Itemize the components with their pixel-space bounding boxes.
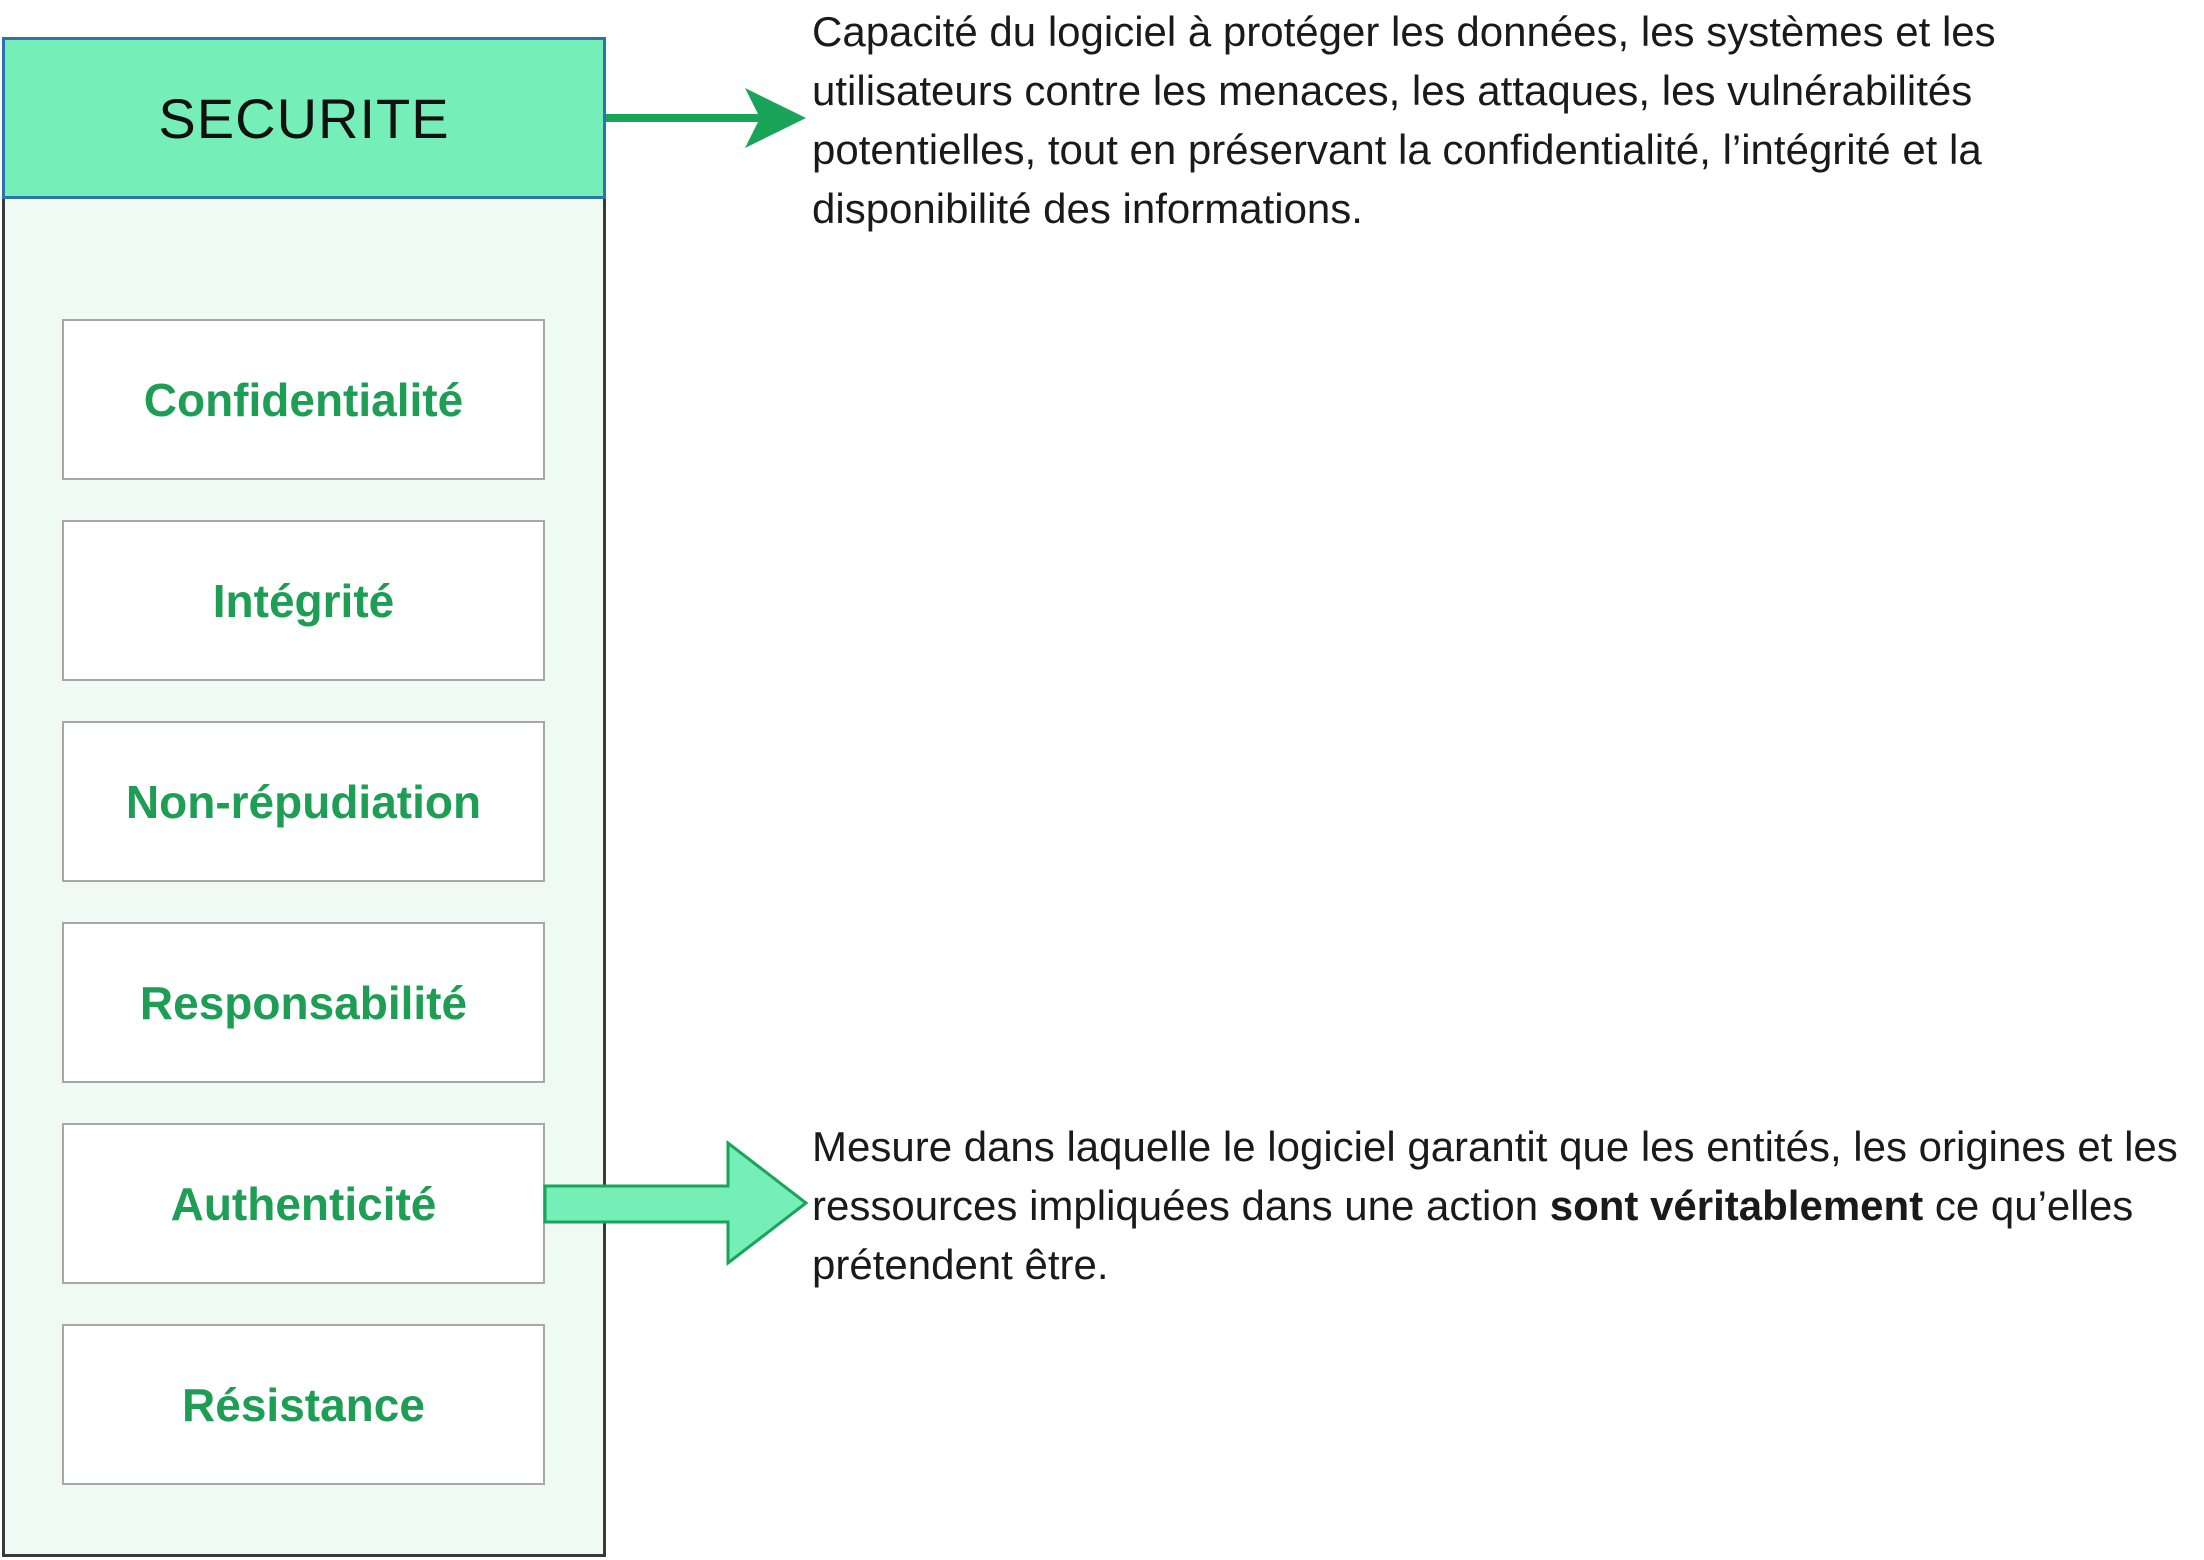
description-authenticite: Mesure dans laquelle le logiciel garanti… [812, 1117, 2192, 1294]
item-resistance: Résistance [62, 1324, 545, 1485]
security-header: SECURITE [2, 37, 606, 199]
item-label: Intégrité [212, 574, 395, 627]
description-securite: Capacité du logiciel à protéger les donn… [812, 8, 1996, 232]
item-label: Non-répudiation [125, 775, 482, 828]
item-label: Résistance [182, 1378, 425, 1431]
block-arrow-authenticite-to-description [543, 1139, 809, 1267]
description-text-before: Mesure dans laquelle le logiciel garanti… [812, 1123, 2178, 1229]
item-authenticite: Authenticité [62, 1123, 545, 1284]
item-label: Responsabilité [139, 976, 468, 1029]
item-label: Confidentialité [143, 373, 464, 426]
security-title: SECURITE [158, 86, 450, 150]
description-text-bold: sont véritablement [1549, 1182, 1924, 1229]
item-confidentialite: Confidentialité [62, 319, 545, 480]
description-text-after: ce qu’elles prétendent être. [812, 1182, 2134, 1288]
arrow-header-to-description [606, 88, 806, 148]
item-responsabilite: Responsabilité [62, 922, 545, 1083]
item-non-repudiation: Non-répudiation [62, 721, 545, 882]
item-integrite: Intégrité [62, 520, 545, 681]
arrow-head [745, 88, 806, 148]
item-label: Authenticité [170, 1177, 437, 1230]
block-arrow [543, 1139, 809, 1267]
